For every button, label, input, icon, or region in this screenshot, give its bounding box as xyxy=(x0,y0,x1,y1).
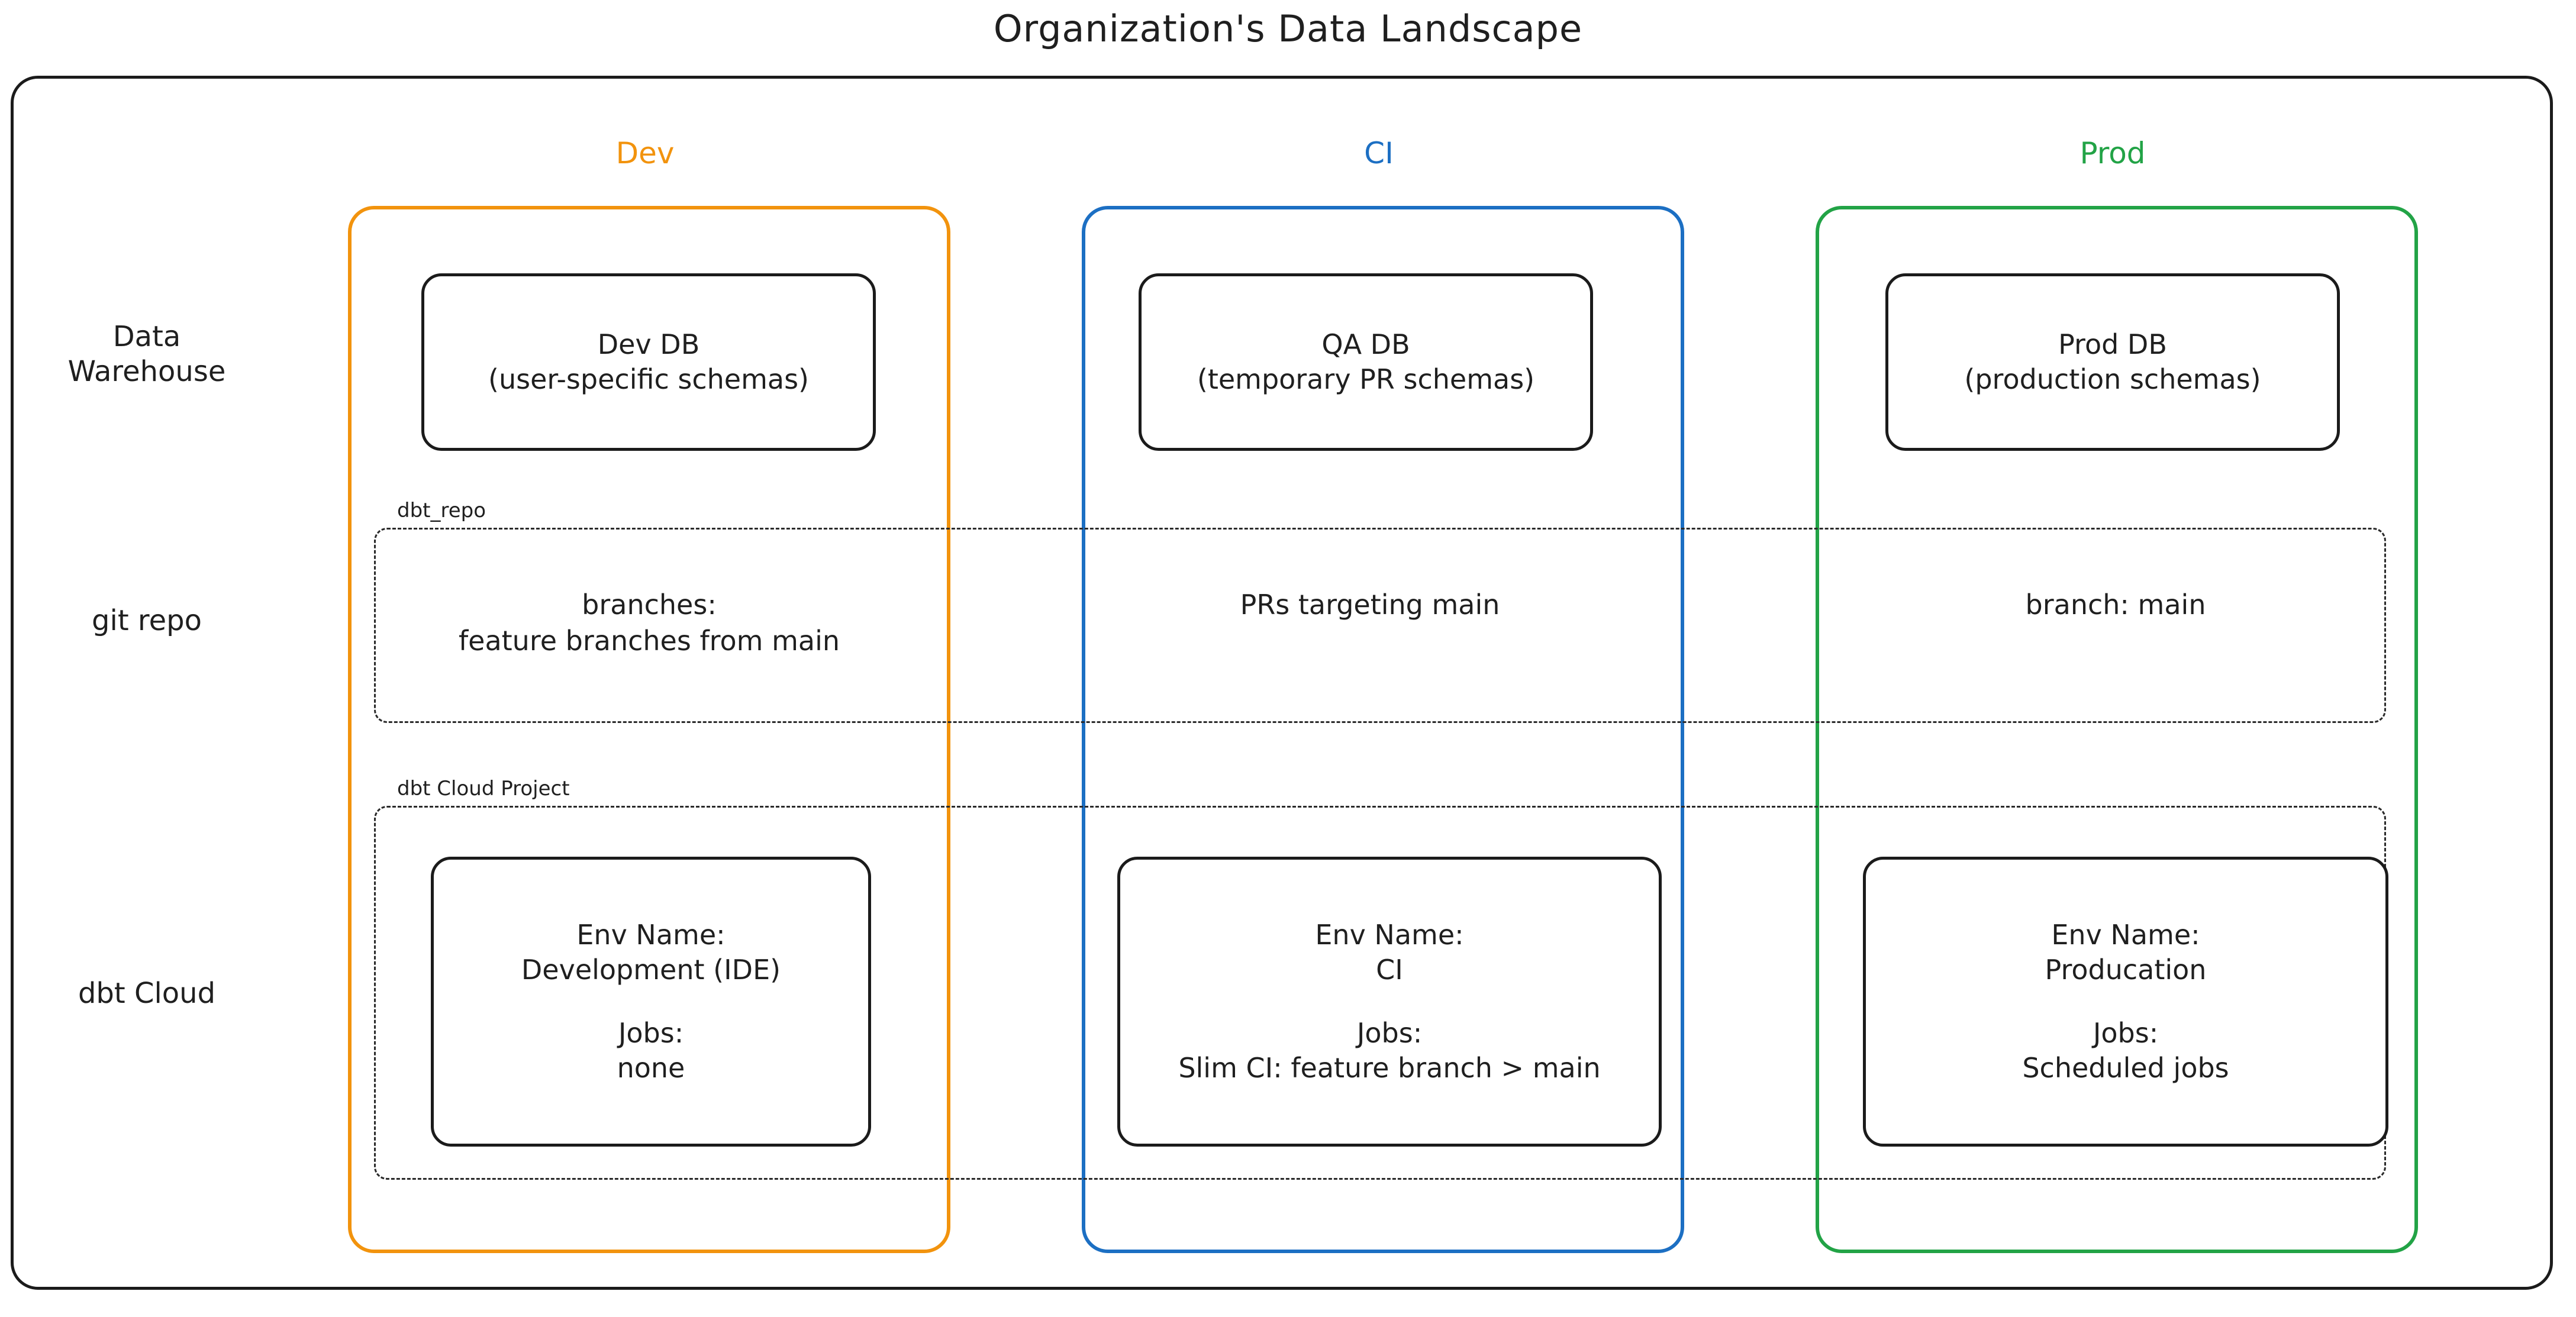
env-column-ci xyxy=(1082,206,1684,1253)
git-line1: branch: main xyxy=(2025,589,2206,621)
git-line2: feature branches from main xyxy=(458,624,840,657)
node-dev-db: Dev DB (user-specific schemas) xyxy=(421,273,876,451)
node-dbt-cloud-prod: Env Name: Producation Jobs: Scheduled jo… xyxy=(1863,857,2388,1147)
git-line1: PRs targeting main xyxy=(1240,589,1500,621)
node-line1: QA DB xyxy=(1321,328,1410,361)
jobs-value: Scheduled jobs xyxy=(2022,1051,2229,1084)
jobs-label: Jobs: xyxy=(618,1017,684,1049)
env-name-label: Env Name: xyxy=(1315,919,1464,951)
git-cell-ci: PRs targeting main xyxy=(1136,587,1604,623)
env-name-value: Development (IDE) xyxy=(521,954,781,986)
row-label-git-repo: git repo xyxy=(22,603,271,638)
node-line2: (temporary PR schemas) xyxy=(1197,363,1535,395)
env-column-dev xyxy=(348,206,950,1253)
column-header-ci: CI xyxy=(1364,136,1394,170)
env-name-label: Env Name: xyxy=(2051,919,2200,951)
row-label-line1: Data xyxy=(112,320,181,353)
node-line2: (production schemas) xyxy=(1964,363,2261,395)
jobs-label: Jobs: xyxy=(1356,1017,1423,1049)
git-cell-dev: branches: feature branches from main xyxy=(415,587,883,658)
group-label-dbt-cloud-project: dbt Cloud Project xyxy=(392,777,575,800)
env-name-label: Env Name: xyxy=(576,919,726,951)
row-label-data-warehouse: Data Warehouse xyxy=(22,319,271,389)
env-column-prod xyxy=(1816,206,2418,1253)
row-label-line1: dbt Cloud xyxy=(78,977,216,1010)
node-qa-db: QA DB (temporary PR schemas) xyxy=(1139,273,1593,451)
group-label-dbt-repo: dbt_repo xyxy=(392,499,491,522)
git-cell-prod: branch: main xyxy=(1882,587,2349,623)
row-label-line1: git repo xyxy=(92,604,202,637)
row-label-dbt-cloud: dbt Cloud xyxy=(22,976,271,1011)
node-dbt-cloud-ci: Env Name: CI Jobs: Slim CI: feature bran… xyxy=(1117,857,1662,1147)
node-line2: (user-specific schemas) xyxy=(488,363,809,395)
node-dbt-cloud-dev: Env Name: Development (IDE) Jobs: none xyxy=(431,857,871,1147)
node-line1: Prod DB xyxy=(2058,328,2167,361)
env-name-value: CI xyxy=(1376,954,1403,986)
git-line1: branches: xyxy=(582,589,717,621)
env-name-value: Producation xyxy=(2045,954,2207,986)
jobs-value: none xyxy=(617,1051,685,1084)
group-dbt-repo: dbt_repo xyxy=(374,499,2386,723)
outer-frame xyxy=(11,76,2553,1290)
jobs-value: Slim CI: feature branch > main xyxy=(1178,1051,1601,1084)
page-title: Organization's Data Landscape xyxy=(993,7,1583,50)
jobs-label: Jobs: xyxy=(2093,1017,2159,1049)
node-prod-db: Prod DB (production schemas) xyxy=(1885,273,2340,451)
node-line1: Dev DB xyxy=(597,328,700,361)
row-label-line2: Warehouse xyxy=(67,354,226,388)
column-header-dev: Dev xyxy=(615,136,675,170)
column-header-prod: Prod xyxy=(2080,136,2146,170)
